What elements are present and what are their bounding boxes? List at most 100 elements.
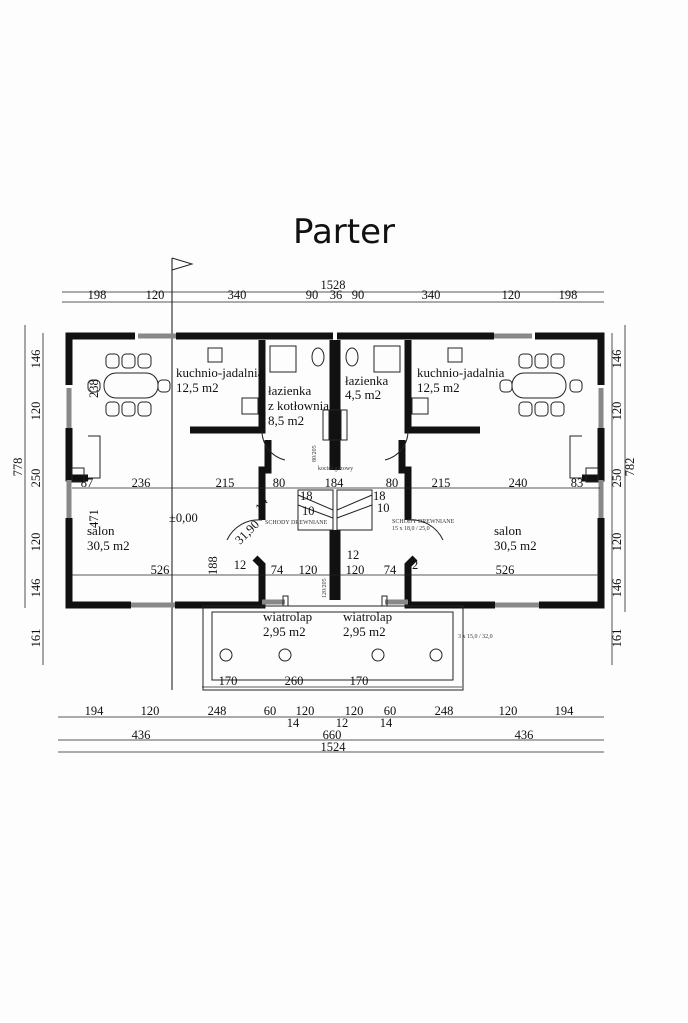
dim-mid: 215 — [216, 476, 235, 490]
dim-top-total: 1528 — [321, 278, 346, 292]
dim-bottom: 248 — [435, 704, 454, 718]
dim-lower: 526 — [496, 563, 515, 577]
dim-bottom: 248 — [208, 704, 227, 718]
dim-bottom-small: 14 — [287, 716, 300, 730]
steps-18-right: 18 — [373, 489, 386, 503]
stairs-label-left: SCHODY DREWNIANE — [265, 520, 328, 526]
dim-top: 120 — [146, 288, 165, 302]
level-mark: ±0,00 — [169, 511, 198, 525]
dim-right: 250 — [610, 469, 624, 488]
door-label: 80/205 — [312, 445, 318, 462]
porch-steps: 3 x 15,0 / 32,0 — [458, 634, 493, 640]
dim-bottom-total: 1524 — [321, 740, 347, 754]
stairs-spec: 15 x 18,0 / 25,0 — [392, 526, 430, 532]
room-name-bath-right: łazienka — [345, 373, 389, 388]
dim-mid: 184 — [325, 476, 345, 490]
dim-lower: 12 — [347, 548, 360, 562]
dim-left: 146 — [29, 579, 43, 598]
dim-mid: 83 — [571, 476, 584, 490]
walls-left — [65, 332, 342, 609]
dim-left: 250 — [29, 469, 43, 488]
room-name-salon-left: salon — [87, 523, 115, 538]
dim-lower: 120 — [299, 563, 318, 577]
dim-right: 161 — [610, 629, 624, 648]
dim-mid: 240 — [509, 476, 528, 490]
dim-mid: 215 — [432, 476, 451, 490]
dim-left-total: 778 — [11, 458, 25, 477]
room-name-salon-right: salon — [494, 523, 522, 538]
room-area-kitchen-left: 12,5 m2 — [176, 380, 219, 395]
dim-porch: 170 — [350, 674, 369, 688]
room-name-bath-left: łazienka — [268, 383, 312, 398]
room-area-vestibule-right: 2,95 m2 — [343, 624, 386, 639]
dim-top: 340 — [228, 288, 247, 302]
room-area-salon-right: 30,5 m2 — [494, 538, 537, 553]
dim-mid: 80 — [273, 476, 286, 490]
dim-bottom: 120 — [345, 704, 364, 718]
room-area-bath-right: 4,5 m2 — [345, 387, 381, 402]
roof-dim: 14 — [252, 495, 271, 513]
steps-18: 18 — [300, 489, 313, 503]
dim-right: 146 — [610, 579, 624, 598]
steps-10-right: 10 — [377, 501, 390, 515]
dim-bottom: 120 — [499, 704, 518, 718]
door-label-120: 120/205 — [322, 578, 328, 598]
dim-bottom: 60 — [264, 704, 277, 718]
floor-title: Parter — [292, 212, 396, 252]
steps-10: 10 — [302, 504, 315, 518]
dim-right: 120 — [610, 402, 624, 421]
dim-bottom-small: 14 — [380, 716, 393, 730]
dim-lower: 526 — [151, 563, 170, 577]
stairs-label-right: SCHODY DREWNIANE — [392, 519, 455, 525]
dim-porch: 170 — [219, 674, 238, 688]
dim-471: 471 — [87, 509, 101, 528]
dim-238: 238 — [87, 379, 101, 398]
dim-left: 161 — [29, 629, 43, 648]
dim-mid: 80 — [386, 476, 399, 490]
dim-right: 120 — [610, 533, 624, 552]
room-name-kitchen-right: kuchnio-jadalnia — [417, 365, 505, 380]
porch — [202, 605, 464, 691]
dim-bottom: 120 — [296, 704, 315, 718]
dim-porch: 260 — [285, 674, 304, 688]
room-area-bath-left: 8,5 m2 — [268, 413, 304, 428]
roof-height: 31,90 — [232, 517, 262, 547]
room-name-vestibule-right: wiatrolap — [343, 609, 392, 624]
dim-bottom: 194 — [555, 704, 575, 718]
dim-lower: 12 — [406, 558, 419, 572]
dim-bottom: 120 — [141, 704, 160, 718]
dim-top: 90 — [306, 288, 319, 302]
dim-top: 340 — [422, 288, 441, 302]
dim-left: 120 — [29, 533, 43, 552]
dim-top: 90 — [352, 288, 365, 302]
dim-top: 198 — [88, 288, 107, 302]
dim-lower: 12 — [234, 558, 247, 572]
boiler-label: kocioł gazowy — [318, 466, 353, 472]
room-area-kitchen-right: 12,5 m2 — [417, 380, 460, 395]
dim-bottom-mid: 436 — [132, 728, 151, 742]
dim-right-total: 782 — [623, 458, 637, 477]
dim-bottom: 194 — [85, 704, 105, 718]
dim-top: 198 — [559, 288, 578, 302]
dim-bottom-mid: 660 — [323, 728, 342, 742]
room-name2-bath-left: z kotłownia — [268, 398, 329, 413]
dim-top: 120 — [502, 288, 521, 302]
dim-lower: 120 — [346, 563, 365, 577]
dim-left: 120 — [29, 402, 43, 421]
dim-left: 146 — [29, 350, 43, 369]
dim-188: 188 — [206, 556, 220, 575]
dim-top: 36 — [330, 288, 343, 302]
dim-right: 146 — [610, 350, 624, 369]
dim-mid: 236 — [132, 476, 151, 490]
dim-bottom: 60 — [384, 704, 397, 718]
room-area-salon-left: 30,5 m2 — [87, 538, 130, 553]
dim-bottom-small: 12 — [336, 716, 349, 730]
dimension-lines — [24, 291, 626, 753]
dim-bottom-mid: 436 — [515, 728, 534, 742]
dim-lower: 74 — [384, 563, 397, 577]
room-name-kitchen-left: kuchnio-jadalnia — [176, 365, 264, 380]
room-area-vestibule-left: 2,95 m2 — [263, 624, 306, 639]
dim-mid: 87 — [81, 476, 94, 490]
room-name-vestibule-left: wiatrolap — [263, 609, 312, 624]
